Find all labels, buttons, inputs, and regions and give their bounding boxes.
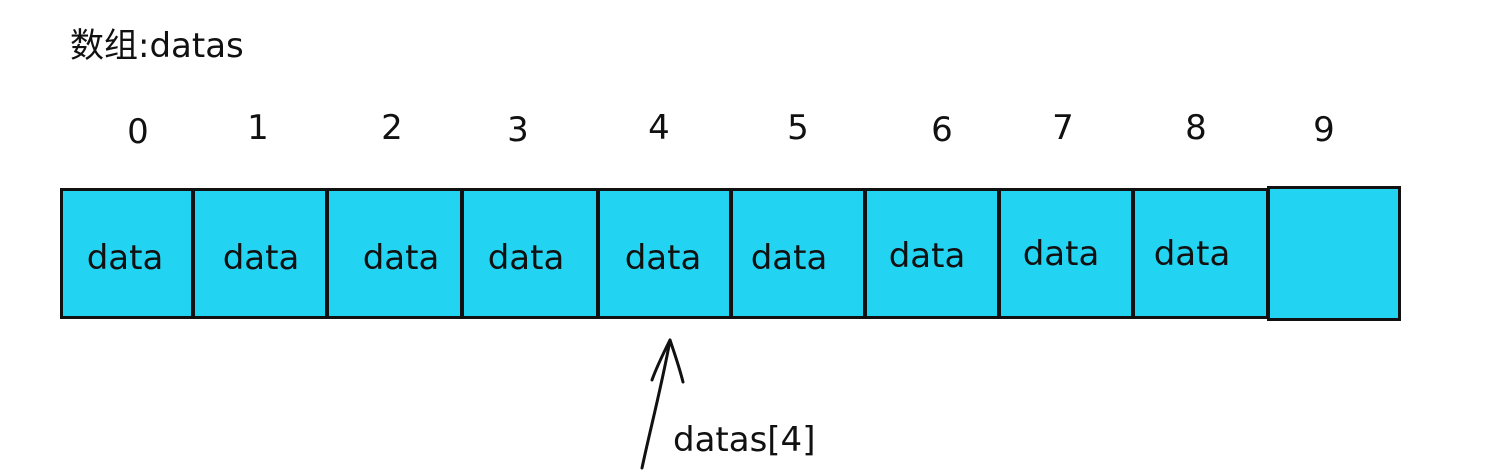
array-cell-2 bbox=[326, 188, 463, 319]
index-label-3: 3 bbox=[507, 110, 529, 150]
array-cell-3 bbox=[461, 188, 599, 319]
index-label-7: 7 bbox=[1052, 108, 1074, 148]
cell-value-5: data bbox=[750, 238, 828, 278]
pointer-arrow-head bbox=[650, 338, 685, 384]
cell-value-6: data bbox=[888, 236, 966, 276]
pointer-arrow-shaft bbox=[640, 338, 672, 470]
pointer-label: datas[4] bbox=[673, 420, 816, 460]
index-label-6: 6 bbox=[931, 110, 953, 150]
array-cell-6 bbox=[864, 188, 1000, 319]
index-label-8: 8 bbox=[1185, 108, 1207, 148]
index-label-0: 0 bbox=[127, 112, 149, 152]
cell-value-4: data bbox=[624, 238, 702, 278]
array-cell-8 bbox=[1132, 188, 1269, 319]
cell-value-7: data bbox=[1022, 234, 1100, 274]
array-cell-9 bbox=[1267, 186, 1401, 321]
index-label-5: 5 bbox=[787, 108, 809, 148]
index-label-9: 9 bbox=[1313, 110, 1335, 150]
array-title: 数组:datas bbox=[70, 26, 244, 66]
index-label-2: 2 bbox=[381, 108, 403, 148]
cell-value-8: data bbox=[1153, 234, 1231, 274]
array-cell-1 bbox=[192, 188, 328, 319]
index-label-1: 1 bbox=[247, 108, 269, 148]
cell-value-2: data bbox=[362, 238, 440, 278]
array-cell-4 bbox=[597, 188, 732, 319]
index-label-4: 4 bbox=[648, 108, 670, 148]
cell-value-3: data bbox=[487, 238, 565, 278]
cell-value-0: data bbox=[86, 238, 164, 278]
cell-value-1: data bbox=[222, 238, 300, 278]
